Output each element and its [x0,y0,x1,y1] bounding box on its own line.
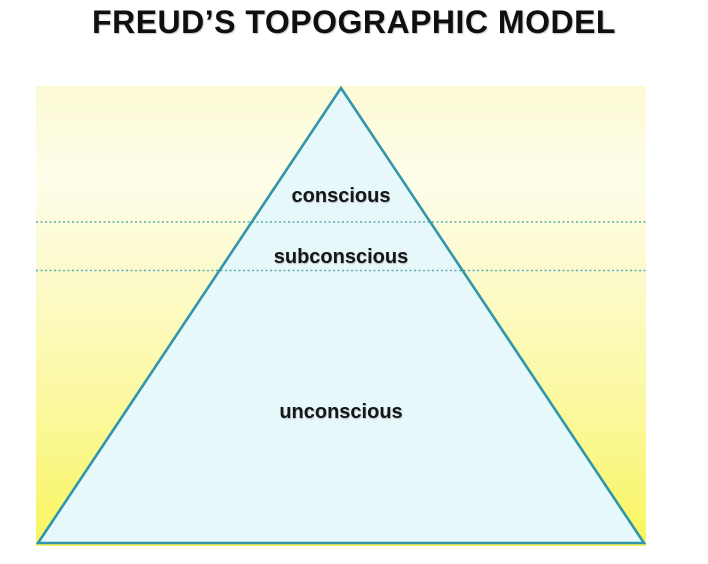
pyramid-triangle-fill [38,88,644,543]
label-unconscious: unconscious [279,401,403,423]
pyramid-diagram [36,86,646,545]
label-subconscious: subconscious [273,246,409,268]
page-title: FREUD’S TOPOGRAPHIC MODEL [92,4,616,40]
pyramid-triangle-outline [36,86,646,545]
label-conscious: conscious [291,185,391,207]
diagram-panel: conscious subconscious unconscious [36,86,646,546]
